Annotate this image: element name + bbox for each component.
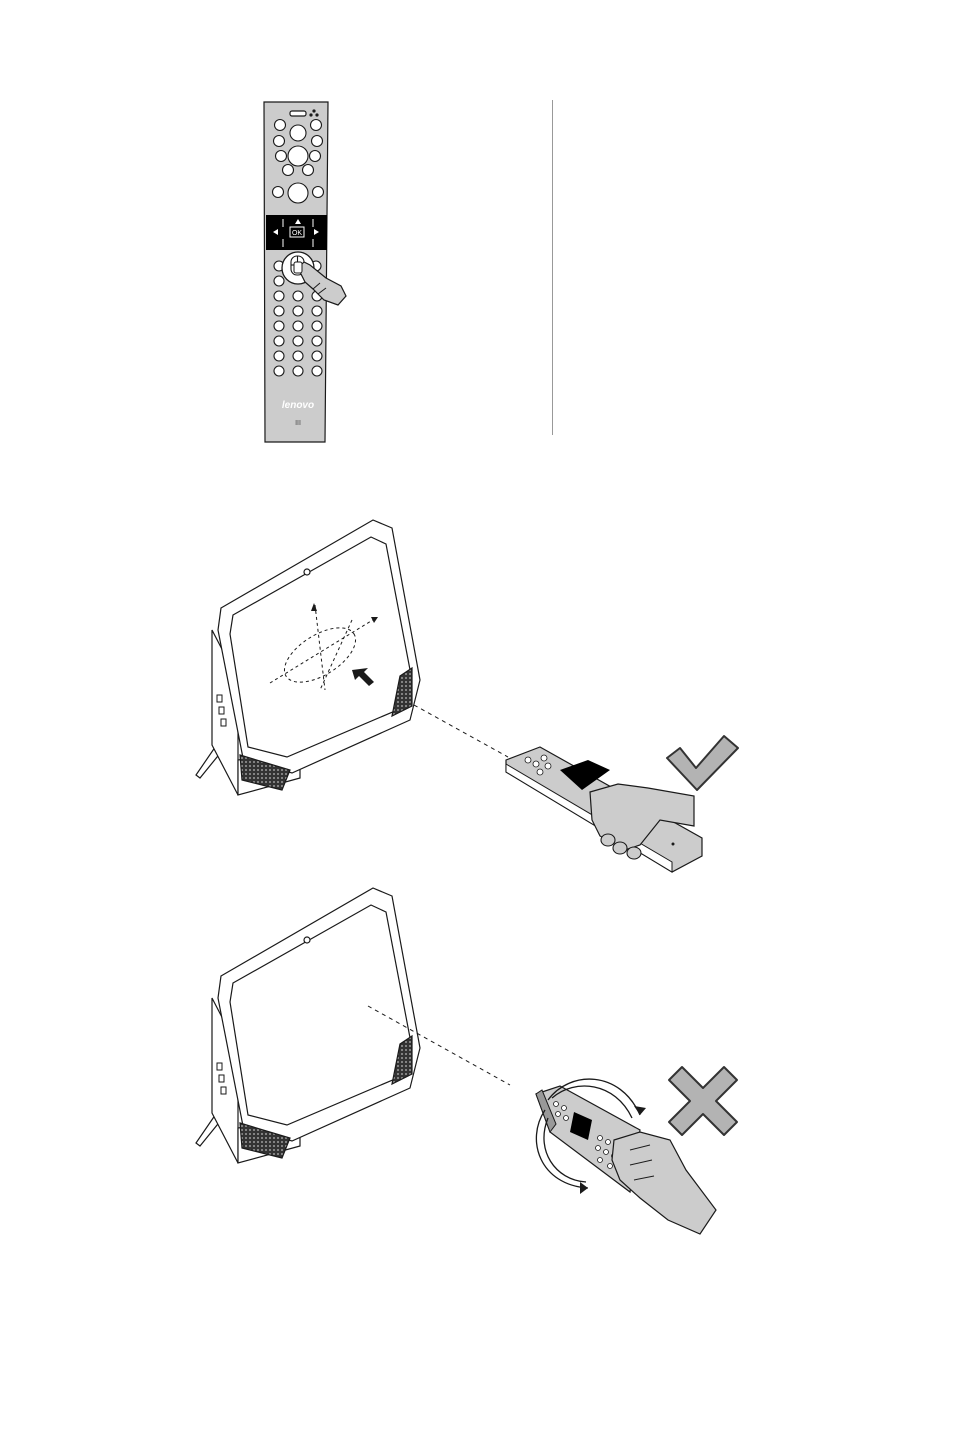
power-slot-button bbox=[290, 111, 306, 116]
check-mark-icon bbox=[667, 736, 738, 790]
all-in-one-computer-2 bbox=[196, 888, 420, 1163]
brand-logo: lenovo bbox=[282, 400, 314, 411]
ir-window-mark: III bbox=[295, 420, 301, 427]
remote-control: OK lenovo III bbox=[264, 102, 346, 442]
held-remote bbox=[506, 747, 702, 872]
cross-mark-icon bbox=[669, 1067, 737, 1135]
ok-label: OK bbox=[292, 230, 302, 237]
wrong-usage-scene bbox=[196, 888, 737, 1234]
pointing-line bbox=[414, 705, 508, 757]
correct-usage-scene bbox=[196, 520, 738, 872]
all-in-one-computer bbox=[196, 520, 420, 795]
